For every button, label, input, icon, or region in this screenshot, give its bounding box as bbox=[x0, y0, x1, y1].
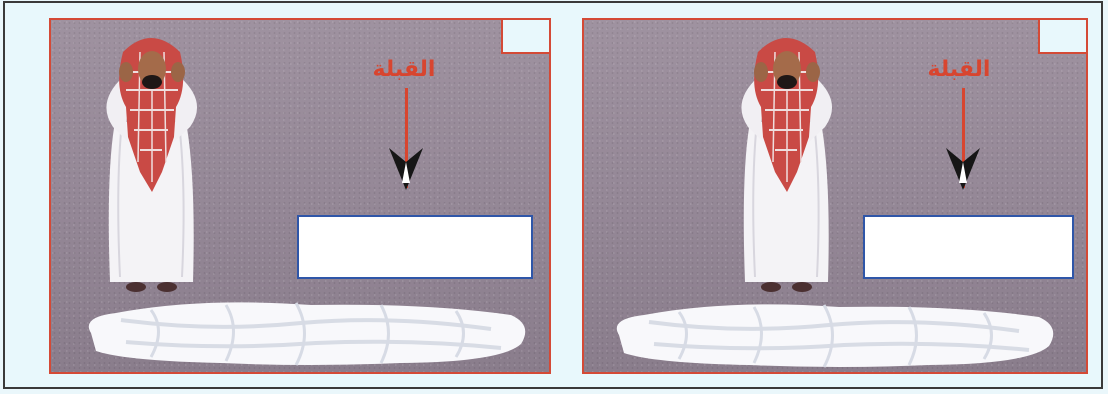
corner-notch bbox=[1038, 18, 1088, 54]
corner-notch bbox=[501, 18, 551, 54]
qibla-label: القبلة bbox=[924, 58, 994, 82]
qibla-arrow-down-icon bbox=[946, 148, 980, 190]
outer-frame: القبلة bbox=[3, 1, 1103, 389]
praying-man-figure bbox=[78, 32, 228, 307]
right-photo-panel: القبلة bbox=[582, 18, 1088, 374]
qibla-label: القبلة bbox=[369, 58, 439, 82]
answer-box[interactable] bbox=[863, 215, 1074, 279]
praying-man-figure bbox=[713, 32, 863, 307]
left-photo-panel: القبلة bbox=[49, 18, 551, 374]
shrouded-body bbox=[609, 297, 1059, 371]
qibla-arrow-down-icon bbox=[389, 148, 423, 190]
shrouded-body bbox=[81, 295, 531, 369]
answer-box[interactable] bbox=[297, 215, 533, 279]
